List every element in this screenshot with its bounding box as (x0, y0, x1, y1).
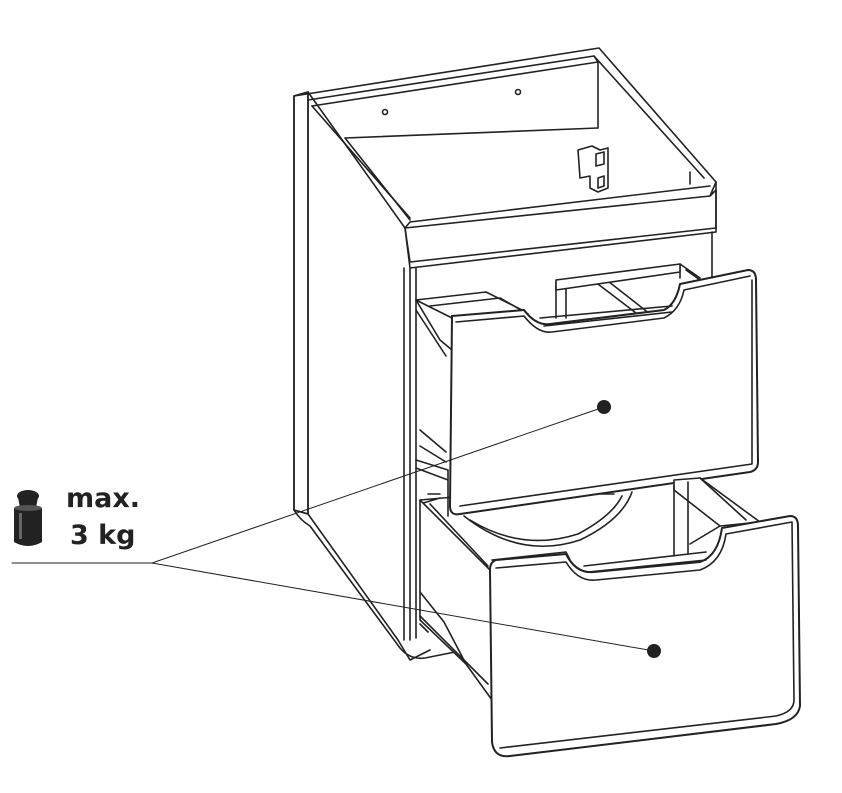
bottom-drawer-right-inner (673, 477, 747, 557)
cabinet-base (293, 509, 456, 660)
mounting-bracket (577, 145, 609, 193)
cabinet-rear-verticals (555, 231, 713, 477)
callout-leader-top (151, 406, 605, 564)
callout-leader-bottom (151, 562, 655, 652)
screw-hole (514, 88, 522, 96)
top-drawer-box (555, 263, 681, 291)
top-drawer-runner (415, 291, 529, 315)
bottom-drawer-front (489, 515, 801, 758)
weight-icon (14, 490, 42, 546)
screw-hole (381, 108, 389, 116)
load-callout (11, 406, 655, 652)
bottom-drawer-handle (583, 551, 707, 573)
top-drawer-box-side (679, 263, 701, 281)
top-drawer-side (415, 299, 453, 463)
top-drawer-handle (539, 305, 673, 327)
cabinet-front-stile (403, 267, 417, 641)
cabinet-inner-back-wall (593, 55, 705, 179)
max-label: max. (66, 483, 141, 514)
bottom-drawer-left-side (419, 499, 493, 701)
cabinet-front-rail (404, 181, 717, 269)
bottom-drawer-handle-cutout (463, 491, 633, 548)
weight-value-label: 3 kg (70, 520, 136, 551)
cabinet-side-outline (293, 91, 431, 661)
top-drawer-front-inner (455, 275, 753, 507)
cabinet-left-side (293, 91, 309, 515)
cabinet-inner-floor-edge (344, 127, 599, 221)
top-drawer (449, 263, 759, 516)
bottom-drawer-left-inner (419, 503, 489, 685)
cabinet-top-rim (293, 47, 717, 263)
cabinet-lower-inner (419, 591, 467, 665)
top-drawer-front (449, 269, 759, 516)
bottom-drawer-front-inner (495, 521, 795, 749)
bottom-drawer-right-side (673, 477, 761, 527)
bottom-drawer-handle-cutout-inner (469, 493, 623, 542)
bottom-drawer (463, 477, 801, 758)
cabinet-body (293, 47, 717, 701)
